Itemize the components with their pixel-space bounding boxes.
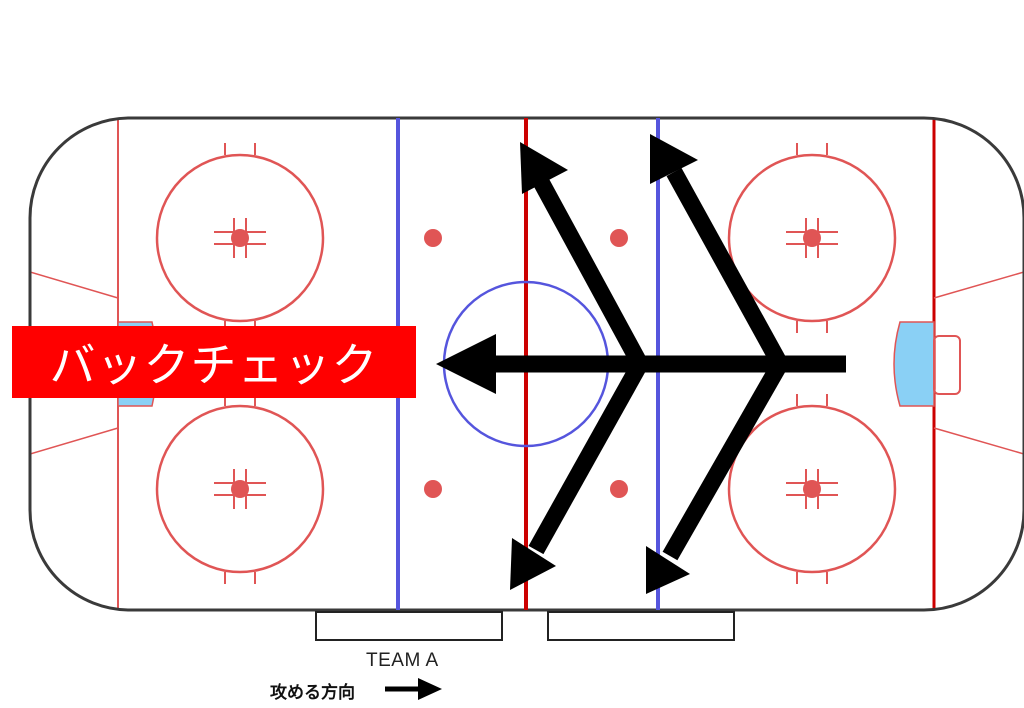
right-goal-crease <box>893 321 935 407</box>
neutral-dot-bottom-left <box>424 480 442 498</box>
arrow-right-icon <box>385 678 442 700</box>
team-label: TEAM A <box>366 650 439 671</box>
arrow-right-down-head <box>646 546 690 594</box>
backcheck-arrows <box>436 134 846 594</box>
faceoff-dot-bottom-left <box>231 480 249 498</box>
faceoff-circle-top-right <box>727 143 897 333</box>
left-trapezoid-top <box>30 271 119 299</box>
right-trapezoid-top <box>933 271 1024 299</box>
faceoff-dot-top-left <box>231 229 249 247</box>
arrow-right-down-shaft <box>662 359 788 561</box>
neutral-dot-top-right <box>610 229 628 247</box>
title-banner: バックチェック <box>12 326 416 398</box>
end-zone-faceoff-circles <box>155 143 897 584</box>
faceoff-dot-top-right <box>803 229 821 247</box>
right-trapezoid-bottom <box>933 427 1024 455</box>
faceoff-dot-bottom-right <box>803 480 821 498</box>
arrow-left-down-head <box>510 538 556 590</box>
faceoff-circle-bottom-left <box>155 394 325 584</box>
neutral-dot-top-left <box>424 229 442 247</box>
neutral-dot-bottom-right <box>610 480 628 498</box>
arrow-left-down-shaft <box>528 359 648 555</box>
arrow-right-up-shaft <box>666 167 788 369</box>
arrow-left-up-head <box>520 142 568 194</box>
faceoff-circle-top-left <box>155 143 325 333</box>
attack-direction-label: 攻める方向 <box>270 683 355 703</box>
arrow-right-up-head <box>650 134 698 184</box>
title-text: バックチェック <box>49 338 379 392</box>
right-goal-net <box>933 335 961 395</box>
bench-left <box>315 611 503 641</box>
arrow-main-head <box>436 334 496 394</box>
left-trapezoid-bottom <box>30 427 119 455</box>
arrow-left-up-shaft <box>532 175 648 369</box>
bench-right <box>547 611 735 641</box>
faceoff-circle-bottom-right <box>727 394 897 584</box>
